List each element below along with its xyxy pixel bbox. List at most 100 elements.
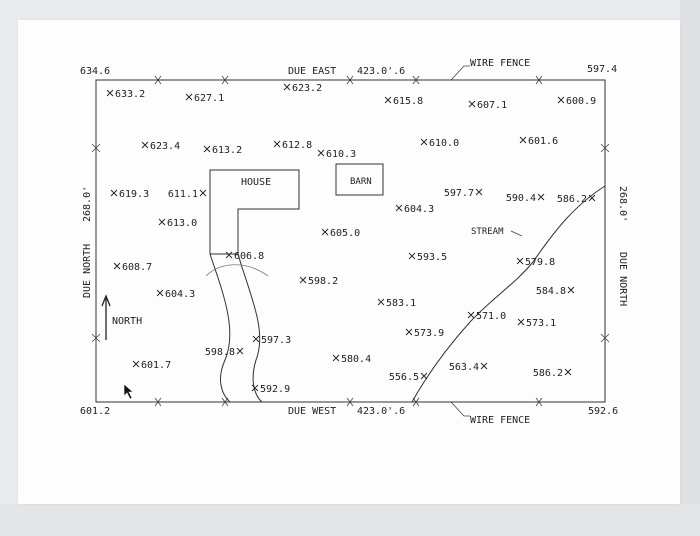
stream-label: STREAM	[471, 227, 504, 237]
barn-label: BARN	[350, 177, 372, 187]
elevation-mark-icon	[395, 204, 403, 212]
elevation-point: 610.0	[420, 138, 459, 149]
elevation-point: 612.8	[273, 140, 312, 151]
elevation-point: 598.8	[205, 347, 244, 358]
corner-top-right: 597.4	[587, 64, 617, 75]
left-boundary-distance: 268.0'	[82, 186, 93, 222]
elevation-mark-icon	[156, 289, 164, 297]
elevation-value: 563.4	[449, 362, 479, 373]
elevation-point: 601.7	[132, 360, 171, 371]
elevation-mark-icon	[519, 136, 527, 144]
elevation-value: 586.2	[557, 194, 587, 205]
elevation-point: 608.7	[113, 262, 152, 273]
elevation-value: 600.9	[566, 96, 596, 107]
elevation-value: 583.1	[386, 298, 416, 309]
elevation-point: 583.1	[377, 298, 416, 309]
elevation-point: 597.7	[444, 188, 483, 199]
elevation-value: 610.0	[429, 138, 459, 149]
elevation-point: 606.8	[225, 251, 264, 262]
right-boundary-label: DUE NORTH	[617, 252, 628, 306]
elevation-point: 604.3	[156, 289, 195, 300]
elevation-value: 593.5	[417, 252, 447, 263]
elevation-mark-icon	[564, 368, 572, 376]
elevation-mark-icon	[517, 318, 525, 326]
elevation-mark-icon	[420, 372, 428, 380]
corner-bottom-right: 592.6	[588, 406, 618, 417]
elevation-mark-icon	[106, 89, 114, 97]
fence-leader-top	[450, 65, 470, 81]
bottom-boundary-label: DUE WEST	[288, 406, 336, 417]
fence-label-top: WIRE FENCE	[470, 58, 530, 69]
elevation-mark-icon	[321, 228, 329, 236]
elevation-mark-icon	[377, 298, 385, 306]
elevation-mark-icon	[537, 193, 545, 201]
elevation-point: 627.1	[185, 93, 224, 104]
background-shadow-right	[680, 0, 700, 536]
stream-leader	[510, 230, 523, 237]
elevation-point: 605.0	[321, 228, 360, 239]
elevation-value: 584.8	[536, 286, 566, 297]
elevation-mark-icon	[283, 83, 291, 91]
elevation-point: 633.2	[106, 89, 145, 100]
paper-sheet	[18, 20, 680, 504]
elevation-point: 613.0	[158, 218, 197, 229]
elevation-point: 613.2	[203, 145, 242, 156]
elevation-mark-icon	[332, 354, 340, 362]
elevation-point: 619.3	[110, 189, 149, 200]
elevation-mark-icon	[384, 96, 392, 104]
elevation-mark-icon	[113, 262, 121, 270]
elevation-point: 573.9	[405, 328, 444, 339]
elevation-point: 586.2	[533, 368, 572, 379]
barn-outline	[335, 163, 384, 196]
elevation-value: 610.3	[326, 149, 356, 160]
elevation-mark-icon	[110, 189, 118, 197]
elevation-point: 571.0	[467, 311, 506, 322]
elevation-value: 573.9	[414, 328, 444, 339]
elevation-value: 556.5	[389, 372, 419, 383]
elevation-point: 607.1	[468, 100, 507, 111]
elevation-mark-icon	[299, 276, 307, 284]
elevation-mark-icon	[185, 93, 193, 101]
elevation-value: 597.7	[444, 188, 474, 199]
elevation-value: 627.1	[194, 93, 224, 104]
elevation-value: 605.0	[330, 228, 360, 239]
fence-ticks	[91, 75, 610, 407]
elevation-value: 613.0	[167, 218, 197, 229]
elevation-value: 608.7	[122, 262, 152, 273]
elevation-point: 573.1	[517, 318, 556, 329]
elevation-point: 592.9	[251, 384, 290, 395]
elevation-point: 579.8	[516, 257, 555, 268]
elevation-mark-icon	[132, 360, 140, 368]
elevation-value: 579.8	[525, 257, 555, 268]
elevation-mark-icon	[557, 96, 565, 104]
elevation-point: 586.2	[557, 194, 596, 205]
elevation-mark-icon	[141, 141, 149, 149]
elevation-value: 607.1	[477, 100, 507, 111]
elevation-mark-icon	[480, 362, 488, 370]
left-boundary-label: DUE NORTH	[82, 244, 93, 298]
elevation-mark-icon	[405, 328, 413, 336]
elevation-point: 580.4	[332, 354, 371, 365]
elevation-value: 604.3	[404, 204, 434, 215]
driveway-arc	[205, 264, 269, 277]
elevation-mark-icon	[467, 311, 475, 319]
elevation-value: 612.8	[282, 140, 312, 151]
elevation-value: 598.2	[308, 276, 338, 287]
elevation-mark-icon	[516, 257, 524, 265]
elevation-value: 601.7	[141, 360, 171, 371]
mouse-cursor-icon	[123, 383, 134, 400]
elevation-point: 615.8	[384, 96, 423, 107]
elevation-point: 611.1	[168, 189, 207, 200]
corner-top-left: 634.6	[80, 66, 110, 77]
driveway-right-edge	[237, 253, 263, 403]
right-boundary-distance: 268.0'	[617, 186, 628, 222]
elevation-mark-icon	[588, 194, 596, 202]
fence-label-bottom: WIRE FENCE	[470, 415, 530, 426]
elevation-mark-icon	[236, 347, 244, 355]
elevation-mark-icon	[252, 335, 260, 343]
elevation-point: 623.2	[283, 83, 322, 94]
elevation-mark-icon	[475, 188, 483, 196]
elevation-value: 633.2	[115, 89, 145, 100]
elevation-value: 619.3	[119, 189, 149, 200]
